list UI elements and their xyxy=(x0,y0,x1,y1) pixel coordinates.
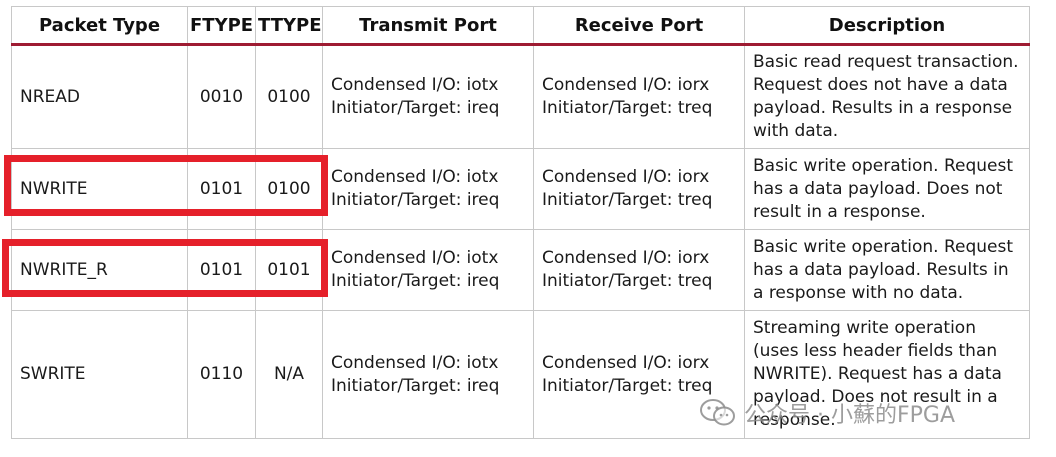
cell-packet-type: SWRITE xyxy=(11,310,188,439)
cell-description: Streaming write operation (uses less hea… xyxy=(744,310,1030,439)
header-description: Description xyxy=(744,6,1030,46)
watermark-text: 公众号 · 小蘇的FPGA xyxy=(744,403,955,428)
cell-receive-port: Condensed I/O: iorx Initiator/Target: tr… xyxy=(533,148,745,230)
table-header-row: Packet Type FTYPE TTYPE Transmit Port Re… xyxy=(11,6,1030,46)
cell-ttype: 0101 xyxy=(255,229,323,311)
header-receive-port: Receive Port xyxy=(533,6,745,46)
cell-transmit-port: Condensed I/O: iotx Initiator/Target: ir… xyxy=(322,44,534,149)
receive-port-condensed: Condensed I/O: iorx xyxy=(542,75,710,95)
watermark: 公众号 · 小蘇的FPGA xyxy=(700,396,955,430)
header-transmit-port: Transmit Port xyxy=(322,6,534,46)
cell-transmit-port: Condensed I/O: iotx Initiator/Target: ir… xyxy=(322,148,534,230)
cell-packet-type: NWRITE_R xyxy=(11,229,188,311)
cell-ftype: 0010 xyxy=(187,44,256,149)
transmit-port-condensed: Condensed I/O: iotx xyxy=(331,167,499,187)
cell-ftype: 0110 xyxy=(187,310,256,439)
cell-ttype: N/A xyxy=(255,310,323,439)
cell-ttype: 0100 xyxy=(255,44,323,149)
packet-type-table: Packet Type FTYPE TTYPE Transmit Port Re… xyxy=(11,6,1030,439)
transmit-port-initiator: Initiator/Target: ireq xyxy=(331,190,500,210)
receive-port-initiator: Initiator/Target: treq xyxy=(542,375,713,396)
cell-receive-port: Condensed I/O: iorx Initiator/Target: tr… xyxy=(533,310,745,439)
table-row: NWRITE_R 0101 0101 Condensed I/O: iotx I… xyxy=(11,229,1030,311)
transmit-port-initiator: Initiator/Target: ireq xyxy=(331,98,500,118)
transmit-port-condensed: Condensed I/O: iotx xyxy=(331,75,499,95)
wechat-icon xyxy=(700,398,736,428)
cell-ttype: 0100 xyxy=(255,148,323,230)
cell-ftype: 0101 xyxy=(187,148,256,230)
cell-packet-type: NWRITE xyxy=(11,148,188,230)
receive-port-condensed: Condensed I/O: iorx xyxy=(542,248,710,268)
receive-port-condensed: Condensed I/O: iorx xyxy=(542,352,710,373)
receive-port-initiator: Initiator/Target: treq xyxy=(542,98,713,118)
cell-transmit-port: Condensed I/O: iotx Initiator/Target: ir… xyxy=(322,229,534,311)
table-row: NREAD 0010 0100 Condensed I/O: iotx Init… xyxy=(11,44,1030,149)
cell-receive-port: Condensed I/O: iorx Initiator/Target: tr… xyxy=(533,229,745,311)
table-row: SWRITE 0110 N/A Condensed I/O: iotx Init… xyxy=(11,310,1030,439)
cell-packet-type: NREAD xyxy=(11,44,188,149)
cell-description: Basic read request transaction. Request … xyxy=(744,44,1030,149)
header-ftype: FTYPE xyxy=(187,6,256,46)
header-packet-type: Packet Type xyxy=(11,6,188,46)
cell-ftype: 0101 xyxy=(187,229,256,311)
cell-receive-port: Condensed I/O: iorx Initiator/Target: tr… xyxy=(533,44,745,149)
cell-description: Basic write operation. Request has a dat… xyxy=(744,229,1030,311)
header-ttype: TTYPE xyxy=(255,6,323,46)
cell-transmit-port: Condensed I/O: iotx Initiator/Target: ir… xyxy=(322,310,534,439)
table-row: NWRITE 0101 0100 Condensed I/O: iotx Ini… xyxy=(11,148,1030,230)
receive-port-condensed: Condensed I/O: iorx xyxy=(542,167,710,187)
receive-port-initiator: Initiator/Target: treq xyxy=(542,190,713,210)
cell-description: Basic write operation. Request has a dat… xyxy=(744,148,1030,230)
transmit-port-condensed: Condensed I/O: iotx xyxy=(331,352,499,373)
transmit-port-initiator: Initiator/Target: ireq xyxy=(331,271,500,291)
receive-port-initiator: Initiator/Target: treq xyxy=(542,271,713,291)
transmit-port-initiator: Initiator/Target: ireq xyxy=(331,375,500,396)
transmit-port-condensed: Condensed I/O: iotx xyxy=(331,248,499,268)
